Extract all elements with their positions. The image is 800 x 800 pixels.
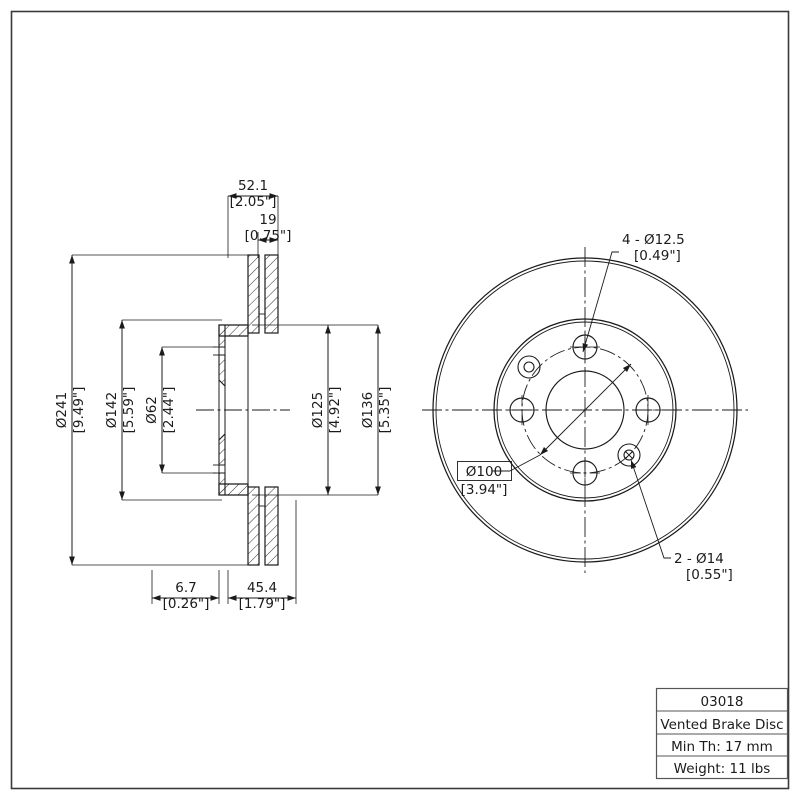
hub-flange-circle-inner: [496, 321, 674, 499]
dim-hub-flange-diameter: [119, 319, 222, 501]
lug-hole-left: [507, 395, 537, 425]
dim-bore-diameter-mm: Ø62: [144, 396, 160, 424]
callout-lug-holes-line2: [0.49"]: [634, 248, 681, 264]
rotor-outer-circle-inner: [435, 260, 735, 560]
dim-inner-face-diameter-inch: [4.92"]: [327, 387, 343, 434]
rotor-outer-circle: [432, 257, 738, 563]
dim-outer-face-diameter-mm: Ø136: [360, 392, 376, 428]
hub-flange-circle: [493, 318, 677, 502]
dim-hub-flange-diameter-mm: Ø142: [104, 392, 120, 428]
dim-bore-diameter: [159, 346, 216, 474]
rotor-hat-lower: [213, 410, 249, 496]
callout-bolt-circle-line2: [3.94"]: [461, 482, 508, 498]
rotor-ring-lower: [247, 486, 279, 566]
dim-hub-height: [151, 570, 220, 604]
dim-hat-width-mm: 19: [259, 212, 276, 228]
bolt-circle-leader: [539, 363, 632, 456]
callout-bolt-circle-line1: Ø100: [466, 464, 502, 480]
pilot-hole-lower-right: [617, 443, 641, 467]
bolt-circle-leader-tail: [509, 454, 541, 472]
rotor-ring-upper: [247, 254, 279, 334]
dim-offset: [227, 500, 297, 604]
dim-hat-width-inch: [0.75"]: [245, 228, 292, 244]
title-block-part-number: 03018: [701, 694, 744, 710]
dim-outer-diameter-inch: [9.49"]: [71, 387, 87, 434]
pilot-hole-upper-left: [517, 355, 541, 379]
callout-pilot-holes-line2: [0.55"]: [686, 567, 733, 583]
lug-hole-bottom: [570, 458, 600, 488]
lug-hole-right: [633, 395, 663, 425]
callout-lug-holes-line1: 4 - Ø12.5: [622, 232, 685, 248]
lug-hole-group: [507, 332, 663, 488]
rotor-hat-upper: [213, 324, 249, 410]
dim-outer-diameter: [69, 254, 252, 566]
lug-hole-top: [570, 332, 600, 362]
callout-lug-holes: [582, 251, 619, 353]
dim-outer-face-diameter-inch: [5.35"]: [377, 387, 393, 434]
dim-offset-mm: 45.4: [247, 580, 277, 596]
dim-inner-face-diameter-mm: Ø125: [310, 392, 326, 428]
pilot-hole-group: [517, 355, 641, 467]
dim-hat-width: [257, 232, 278, 258]
title-block-weight: Weight: 11 lbs: [674, 761, 771, 777]
callout-pilot-holes-line1: 2 - Ø14: [674, 551, 724, 567]
title-block-min-thickness: Min Th: 17 mm: [671, 739, 773, 755]
dim-overall-width: [227, 193, 279, 258]
dim-overall-width-inch: [2.05"]: [230, 194, 277, 210]
title-block: 03018 Vented Brake Disc Min Th: 17 mm We…: [655, 687, 789, 780]
dim-inner-face-diameter: [252, 324, 378, 496]
dim-outer-diameter-mm: Ø241: [54, 392, 70, 428]
callout-pilot-holes: [630, 459, 671, 559]
title-block-description: Vented Brake Disc: [660, 717, 783, 733]
dim-hub-height-inch: [0.26"]: [163, 596, 210, 612]
cross-section-view: [196, 254, 290, 566]
dim-overall-width-mm: 52.1: [238, 178, 268, 194]
dim-hub-flange-diameter-inch: [5.59"]: [121, 387, 137, 434]
front-circular-view: [422, 247, 748, 573]
drawing-border: [10, 10, 790, 790]
dim-offset-inch: [1.79"]: [239, 596, 286, 612]
section-dimensions: 52.1 [2.05"] 19 [0.75"] Ø241 [9.49"] Ø14…: [54, 178, 393, 612]
dim-hub-height-mm: 6.7: [175, 580, 196, 596]
dim-bore-diameter-inch: [2.44"]: [161, 387, 177, 434]
callout-bolt-circle-box: [457, 461, 512, 481]
